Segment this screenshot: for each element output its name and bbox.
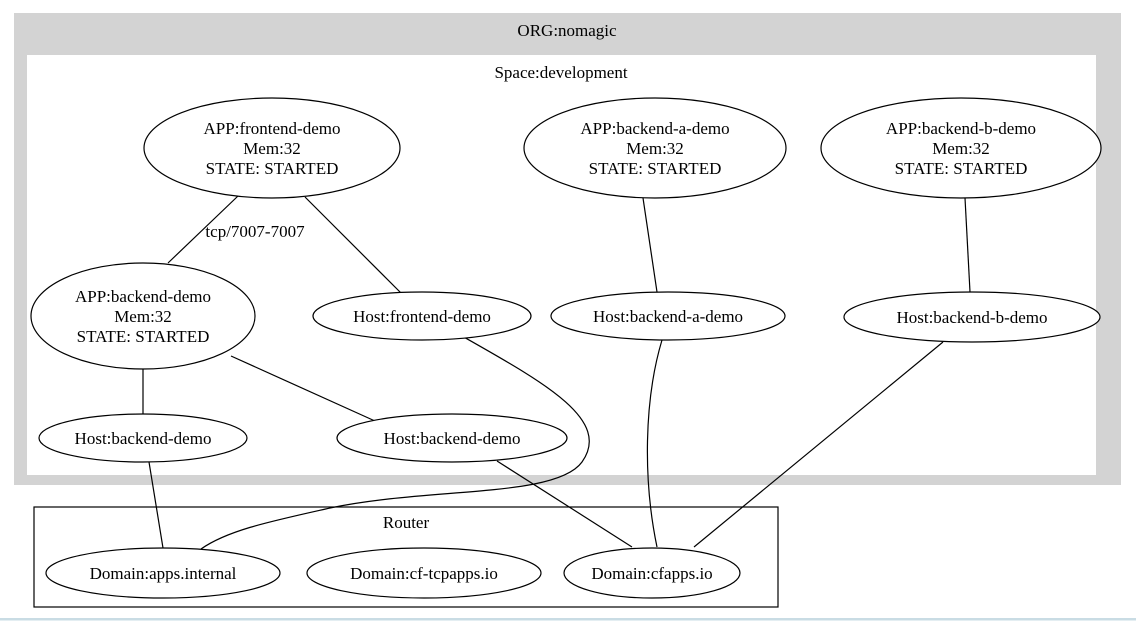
node-app-frontend-demo: APP:frontend-demo Mem:32 STATE: STARTED — [143, 97, 401, 199]
node-app-backend-a-demo-shape — [523, 97, 787, 199]
org-cluster-label: ORG:nomagic — [517, 21, 617, 40]
node-domain-cfapps-io-shape — [563, 547, 741, 599]
viewport-bottom-rule — [0, 618, 1136, 621]
node-host-frontend-demo: Host:frontend-demo — [312, 291, 532, 341]
node-app-backend-demo-shape — [30, 262, 256, 370]
node-app-backend-a-demo: APP:backend-a-demo Mem:32 STATE: STARTED — [523, 97, 787, 199]
node-label: Domain:cf-tcpapps.io — [350, 564, 498, 583]
node-label: Host:frontend-demo — [353, 307, 491, 326]
node-label: Host:backend-b-demo — [896, 308, 1047, 327]
node-label: STATE: STARTED — [589, 159, 722, 178]
edge-app-backend-host-backend-2 — [230, 355, 376, 422]
node-label: Domain:apps.internal — [90, 564, 237, 583]
edge-host-backend-b-domain-cfapps — [693, 341, 944, 548]
node-label: APP:backend-demo — [75, 287, 211, 306]
node-host-backend-demo-left: Host:backend-demo — [38, 413, 248, 463]
node-label: STATE: STARTED — [77, 327, 210, 346]
edge-app-backend-a-host-backend-a — [642, 197, 658, 293]
node-app-backend-b-demo-shape — [820, 97, 1102, 199]
edge-label-tcp-7007: tcp/7007-7007 — [205, 222, 305, 241]
space-cluster-label: Space:development — [494, 63, 627, 82]
router-cluster-label: Router — [383, 513, 430, 532]
node-host-backend-a-demo: Host:backend-a-demo — [550, 291, 786, 341]
node-domain-cf-tcpapps-io-shape — [306, 547, 542, 599]
node-app-backend-b-demo: APP:backend-b-demo Mem:32 STATE: STARTED — [820, 97, 1102, 199]
node-label: Mem:32 — [932, 139, 990, 158]
node-label: APP:backend-b-demo — [886, 119, 1036, 138]
node-host-backend-demo-right-shape — [336, 413, 568, 463]
node-host-backend-b-demo-shape — [843, 291, 1101, 343]
node-host-backend-b-demo: Host:backend-b-demo — [843, 291, 1101, 343]
node-label: Domain:cfapps.io — [591, 564, 712, 583]
edge-app-frontend-host-frontend — [304, 196, 403, 295]
node-label: Mem:32 — [243, 139, 301, 158]
node-label: APP:backend-a-demo — [580, 119, 729, 138]
edge-app-frontend-app-backend — [167, 195, 239, 264]
node-label: Mem:32 — [114, 307, 172, 326]
node-host-backend-a-demo-shape — [550, 291, 786, 341]
node-domain-apps-internal-shape — [45, 547, 281, 599]
node-host-backend-demo-right: Host:backend-demo — [336, 413, 568, 463]
node-app-backend-demo: APP:backend-demo Mem:32 STATE: STARTED — [30, 262, 256, 370]
node-label: Host:backend-a-demo — [593, 307, 743, 326]
edge-host-backend-a-domain-cfapps — [646, 339, 663, 548]
edge-host-frontend-domain-apps-internal — [200, 335, 590, 550]
edge-app-backend-b-host-backend-b — [964, 197, 971, 293]
node-label: STATE: STARTED — [206, 159, 339, 178]
edge-host-backend-2-domain-cfapps — [496, 460, 633, 548]
node-host-backend-demo-left-shape — [38, 413, 248, 463]
node-domain-cf-tcpapps-io: Domain:cf-tcpapps.io — [306, 547, 542, 599]
edge-host-backend-1-domain-apps-internal — [148, 461, 164, 549]
node-label: Mem:32 — [626, 139, 684, 158]
node-host-frontend-demo-shape — [312, 291, 532, 341]
node-domain-apps-internal: Domain:apps.internal — [45, 547, 281, 599]
node-label: APP:frontend-demo — [204, 119, 341, 138]
node-label: Host:backend-demo — [75, 429, 212, 448]
node-label: Host:backend-demo — [384, 429, 521, 448]
node-domain-cfapps-io: Domain:cfapps.io — [563, 547, 741, 599]
node-label: STATE: STARTED — [895, 159, 1028, 178]
node-app-frontend-demo-shape — [143, 97, 401, 199]
